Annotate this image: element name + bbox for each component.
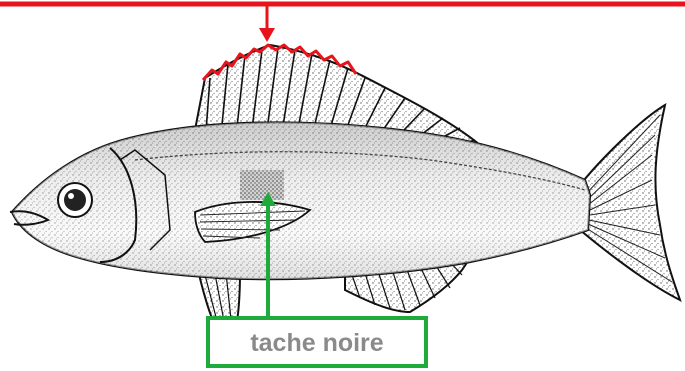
caudal-fin [580,105,680,300]
black-spot [240,170,284,200]
red-arrow-head [259,28,275,42]
tache-noire-label: tache noire [250,329,383,357]
fish-eye [58,183,92,217]
